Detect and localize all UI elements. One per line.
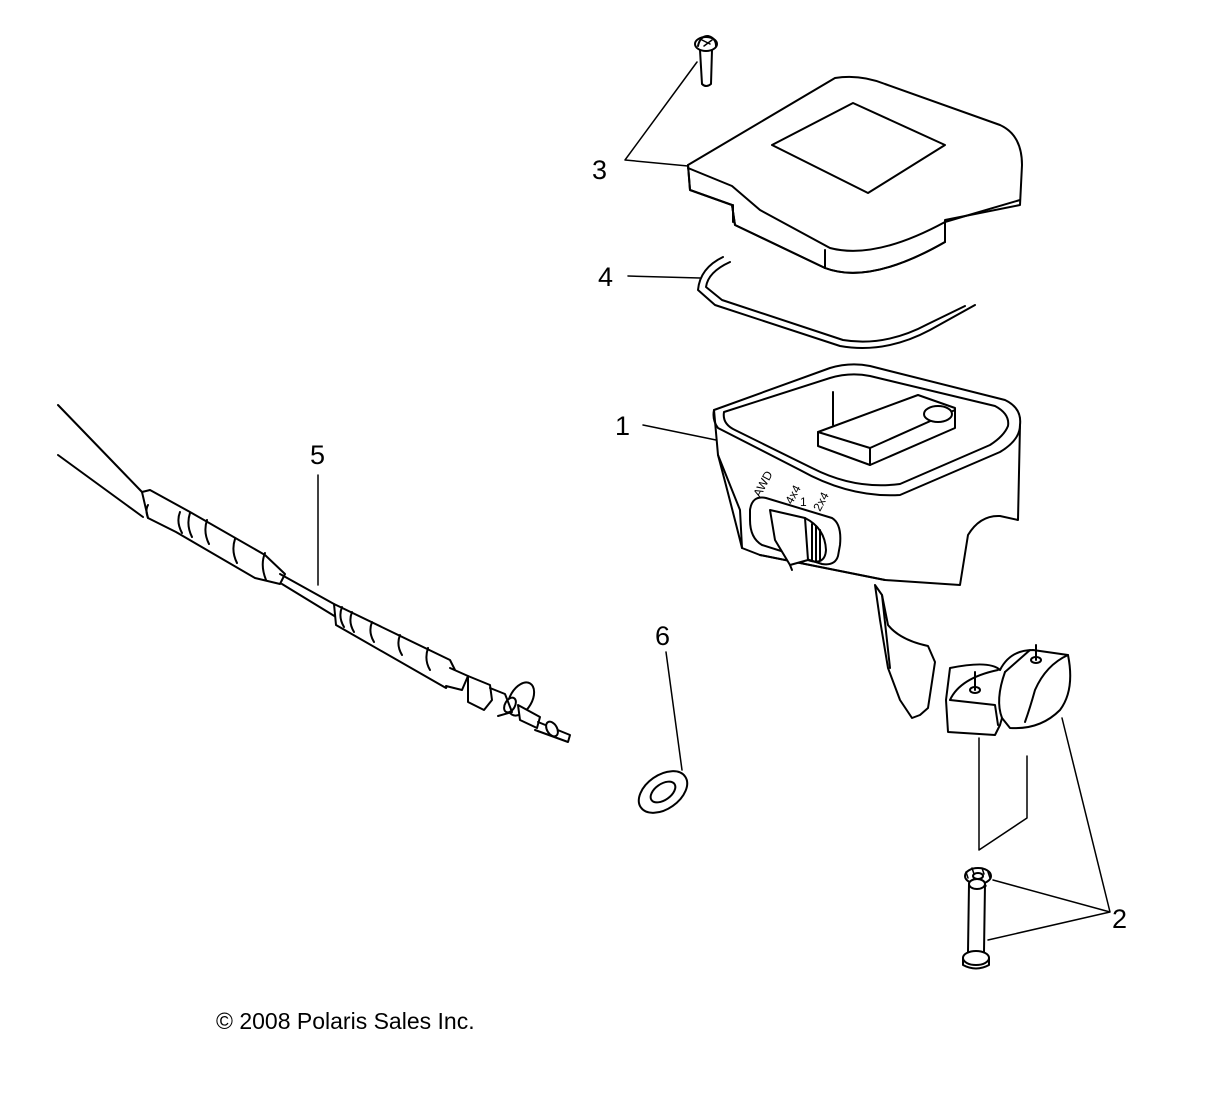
callout-6: 6 <box>655 621 671 651</box>
leader-lines <box>317 61 1111 941</box>
callout-4: 4 <box>598 262 614 292</box>
switch-label-position: 1 <box>800 495 807 509</box>
cover-screw <box>694 35 718 87</box>
housing-part <box>712 363 1022 719</box>
copyright-notice: © 2008 Polaris Sales Inc. <box>216 1008 475 1034</box>
washer-ring-part <box>637 770 689 814</box>
callout-2: 2 <box>1112 904 1128 934</box>
cable-part <box>57 404 571 743</box>
cover-part <box>687 75 1023 274</box>
clamp-bolt <box>962 878 990 970</box>
callout-5: 5 <box>310 440 326 470</box>
callout-3: 3 <box>592 155 608 185</box>
gasket-part <box>697 256 976 349</box>
callout-1: 1 <box>615 411 631 441</box>
clamp-part <box>945 644 1072 736</box>
